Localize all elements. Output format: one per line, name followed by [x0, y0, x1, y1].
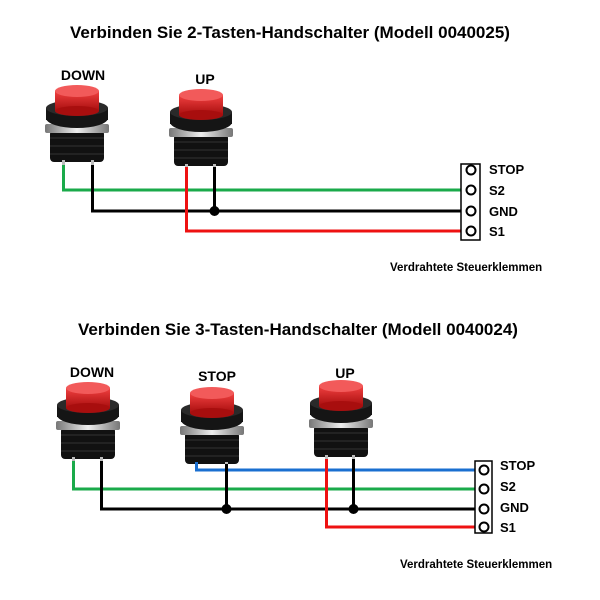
diagram2-terminal-gnd: GND: [500, 500, 529, 515]
diagram1-terminal-gnd: GND: [489, 204, 518, 219]
diagram2-terminal-s1: S1: [500, 520, 516, 535]
diagram2-caption: Verdrahtete Steuerklemmen: [400, 559, 552, 571]
diagram2-terminal-s2: S2: [500, 479, 516, 494]
diagram1-terminal-stop: STOP: [489, 162, 524, 177]
diagram1-terminal-s1: S1: [489, 224, 505, 239]
diagram2-junction-dot-up: [348, 504, 359, 514]
diagram2-down-button: [55, 381, 121, 462]
diagram1-junction-dot: [209, 206, 220, 216]
diagram1-wire-black: [91, 165, 466, 213]
diagram1-up-button: [168, 88, 234, 168]
diagram2-wire-blue: [195, 462, 480, 472]
diagram2-wire-black: [100, 461, 480, 511]
diagram1-wire-red: [185, 167, 466, 233]
diagram2-terminal-block: [474, 460, 493, 534]
diagram1-terminal-s2: S2: [489, 183, 505, 198]
diagram2-button-label-stop: STOP: [198, 368, 236, 384]
diagram2-up-button: [308, 379, 374, 460]
diagram2-junction-dot-stop: [221, 504, 232, 514]
diagram1-terminal-block: [460, 163, 481, 241]
diagram2-button-label-up: UP: [335, 365, 354, 381]
diagram2-wire-green: [72, 461, 480, 491]
diagram1-button-label-up: UP: [195, 71, 214, 87]
diagram2-button-label-down: DOWN: [70, 364, 114, 380]
diagram1-button-label-down: DOWN: [61, 67, 105, 83]
diagram1-down-button: [44, 84, 110, 166]
diagram1-title: Verbinden Sie 2-Tasten-Handschalter (Mod…: [70, 23, 510, 42]
diagram1-wire-green: [62, 165, 466, 192]
diagram2-stop-button: [179, 386, 245, 465]
diagram2-terminal-stop: STOP: [500, 458, 535, 473]
diagram2-wire-red: [325, 459, 480, 529]
diagram1-caption: Verdrahtete Steuerklemmen: [390, 262, 542, 274]
diagram2-title: Verbinden Sie 3-Tasten-Handschalter (Mod…: [78, 320, 518, 339]
